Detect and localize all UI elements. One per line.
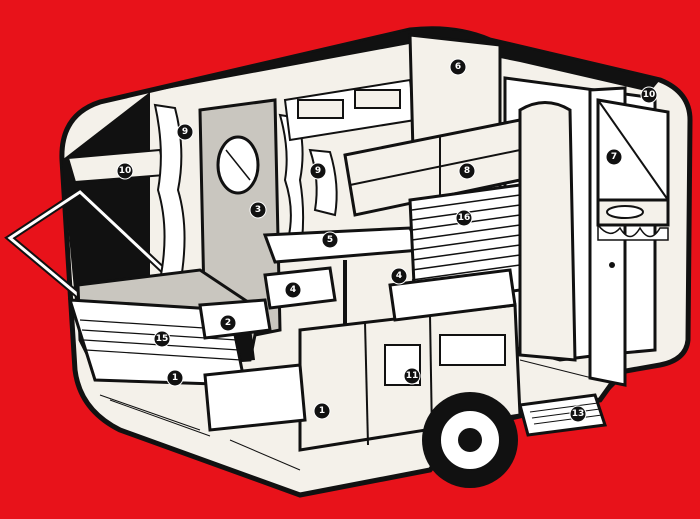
- wheel-hub: [458, 428, 482, 452]
- callout-circle: [321, 231, 339, 249]
- callout-number: 4: [290, 285, 296, 295]
- callout-circle: [605, 148, 623, 166]
- callout-2: 2: [219, 314, 237, 332]
- callout-16: 16: [455, 209, 473, 227]
- callout-number: 5: [327, 235, 333, 245]
- callout-circle: [640, 86, 658, 104]
- callout-number: 6: [455, 62, 461, 72]
- callout-9: 9: [309, 162, 327, 180]
- callout-number: 3: [255, 205, 261, 215]
- callout-number: 9: [315, 166, 321, 176]
- callout-circle: [166, 369, 184, 387]
- front-wall-dark: [62, 92, 150, 300]
- callout-circle: [176, 123, 194, 141]
- floor-lines: [99, 359, 601, 471]
- callout-6: 6: [449, 58, 467, 76]
- callout-1: 1: [166, 369, 184, 387]
- callout-circle: [449, 58, 467, 76]
- callout-circle: [249, 201, 267, 219]
- callout-number: 1: [319, 406, 325, 416]
- callout-circle: [313, 402, 331, 420]
- callout-circle: [455, 209, 473, 227]
- callout-number: 10: [643, 90, 656, 100]
- callout-number: 9: [182, 127, 188, 137]
- roof-light-left: [297, 99, 344, 119]
- callout-circle: [403, 367, 421, 385]
- worktop: [388, 268, 517, 322]
- callout-4: 4: [390, 267, 408, 285]
- rear-door: [518, 101, 577, 362]
- callout-number: 2: [225, 318, 231, 328]
- callout-circle: [116, 162, 134, 180]
- callout-number: 4: [396, 271, 402, 281]
- callout-7: 7: [605, 148, 623, 166]
- callout-5: 5: [321, 231, 339, 249]
- callout-number: 16: [458, 213, 471, 223]
- callout-circle: [390, 267, 408, 285]
- lower-seat: [203, 363, 307, 432]
- callout-9: 9: [176, 123, 194, 141]
- callout-15: 15: [153, 330, 171, 348]
- callout-number: 13: [572, 409, 585, 419]
- callout-number: 11: [406, 371, 419, 381]
- callout-number: 8: [464, 166, 470, 176]
- roof-light-right: [354, 89, 401, 109]
- callout-circle: [284, 281, 302, 299]
- callout-circle: [153, 330, 171, 348]
- drawer: [439, 334, 506, 366]
- callout-11: 11: [403, 367, 421, 385]
- callout-number: 1: [172, 373, 178, 383]
- callout-4: 4: [284, 281, 302, 299]
- callout-13: 13: [569, 405, 587, 423]
- callout-circle: [309, 162, 327, 180]
- door-handle: [609, 262, 615, 268]
- callout-10: 10: [116, 162, 134, 180]
- locker-shelf: [349, 149, 521, 186]
- mirror-glint: [225, 149, 251, 181]
- washbasin: [606, 205, 644, 219]
- callout-number: 7: [611, 152, 617, 162]
- window-strut: [597, 99, 669, 201]
- callout-3: 3: [249, 201, 267, 219]
- callout-10: 10: [640, 86, 658, 104]
- kitchen-divider-1: [364, 321, 369, 446]
- callout-circle: [219, 314, 237, 332]
- washroom-curtain: [597, 222, 669, 241]
- callout-circle: [569, 405, 587, 423]
- callout-number: 10: [119, 166, 132, 176]
- callout-number: 15: [156, 334, 169, 344]
- callout-8: 8: [458, 162, 476, 180]
- roof-edge: [100, 28, 660, 102]
- callout-1: 1: [313, 402, 331, 420]
- step-tread: [529, 402, 603, 425]
- callout-circle: [458, 162, 476, 180]
